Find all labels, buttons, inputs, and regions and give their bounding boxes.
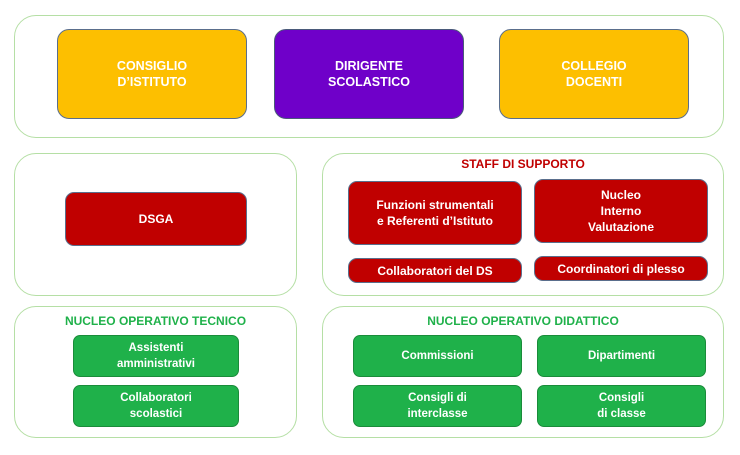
dipartimenti-box: Dipartimenti (537, 335, 706, 377)
nucleo-interno-valutazione-box: Nucleo Interno Valutazione (534, 179, 708, 243)
nucleo-tecnico-title: NUCLEO OPERATIVO TECNICO (64, 314, 247, 328)
dirigente-scolastico-box: DIRIGENTE SCOLASTICO (274, 29, 464, 119)
staff-title: STAFF DI SUPPORTO (461, 157, 585, 171)
collegio-docenti-box: COLLEGIO DOCENTI (499, 29, 689, 119)
consigli-interclasse-box: Consigli di interclasse (353, 385, 522, 427)
consigli-classe-box: Consigli di classe (537, 385, 706, 427)
consiglio-istituto-box: CONSIGLIO D’ISTITUTO (57, 29, 247, 119)
dsga-box: DSGA (65, 192, 247, 246)
assistenti-amministrativi-box: Assistenti amministrativi (73, 335, 239, 377)
coordinatori-plesso-box: Coordinatori di plesso (534, 256, 708, 281)
collaboratori-scolastici-box: Collaboratori scolastici (73, 385, 239, 427)
funzioni-strumentali-box: Funzioni strumentali e Referenti d’Istit… (348, 181, 522, 245)
nucleo-didattico-title: NUCLEO OPERATIVO DIDATTICO (427, 314, 619, 328)
commissioni-box: Commissioni (353, 335, 522, 377)
collaboratori-ds-box: Collaboratori del DS (348, 258, 522, 283)
